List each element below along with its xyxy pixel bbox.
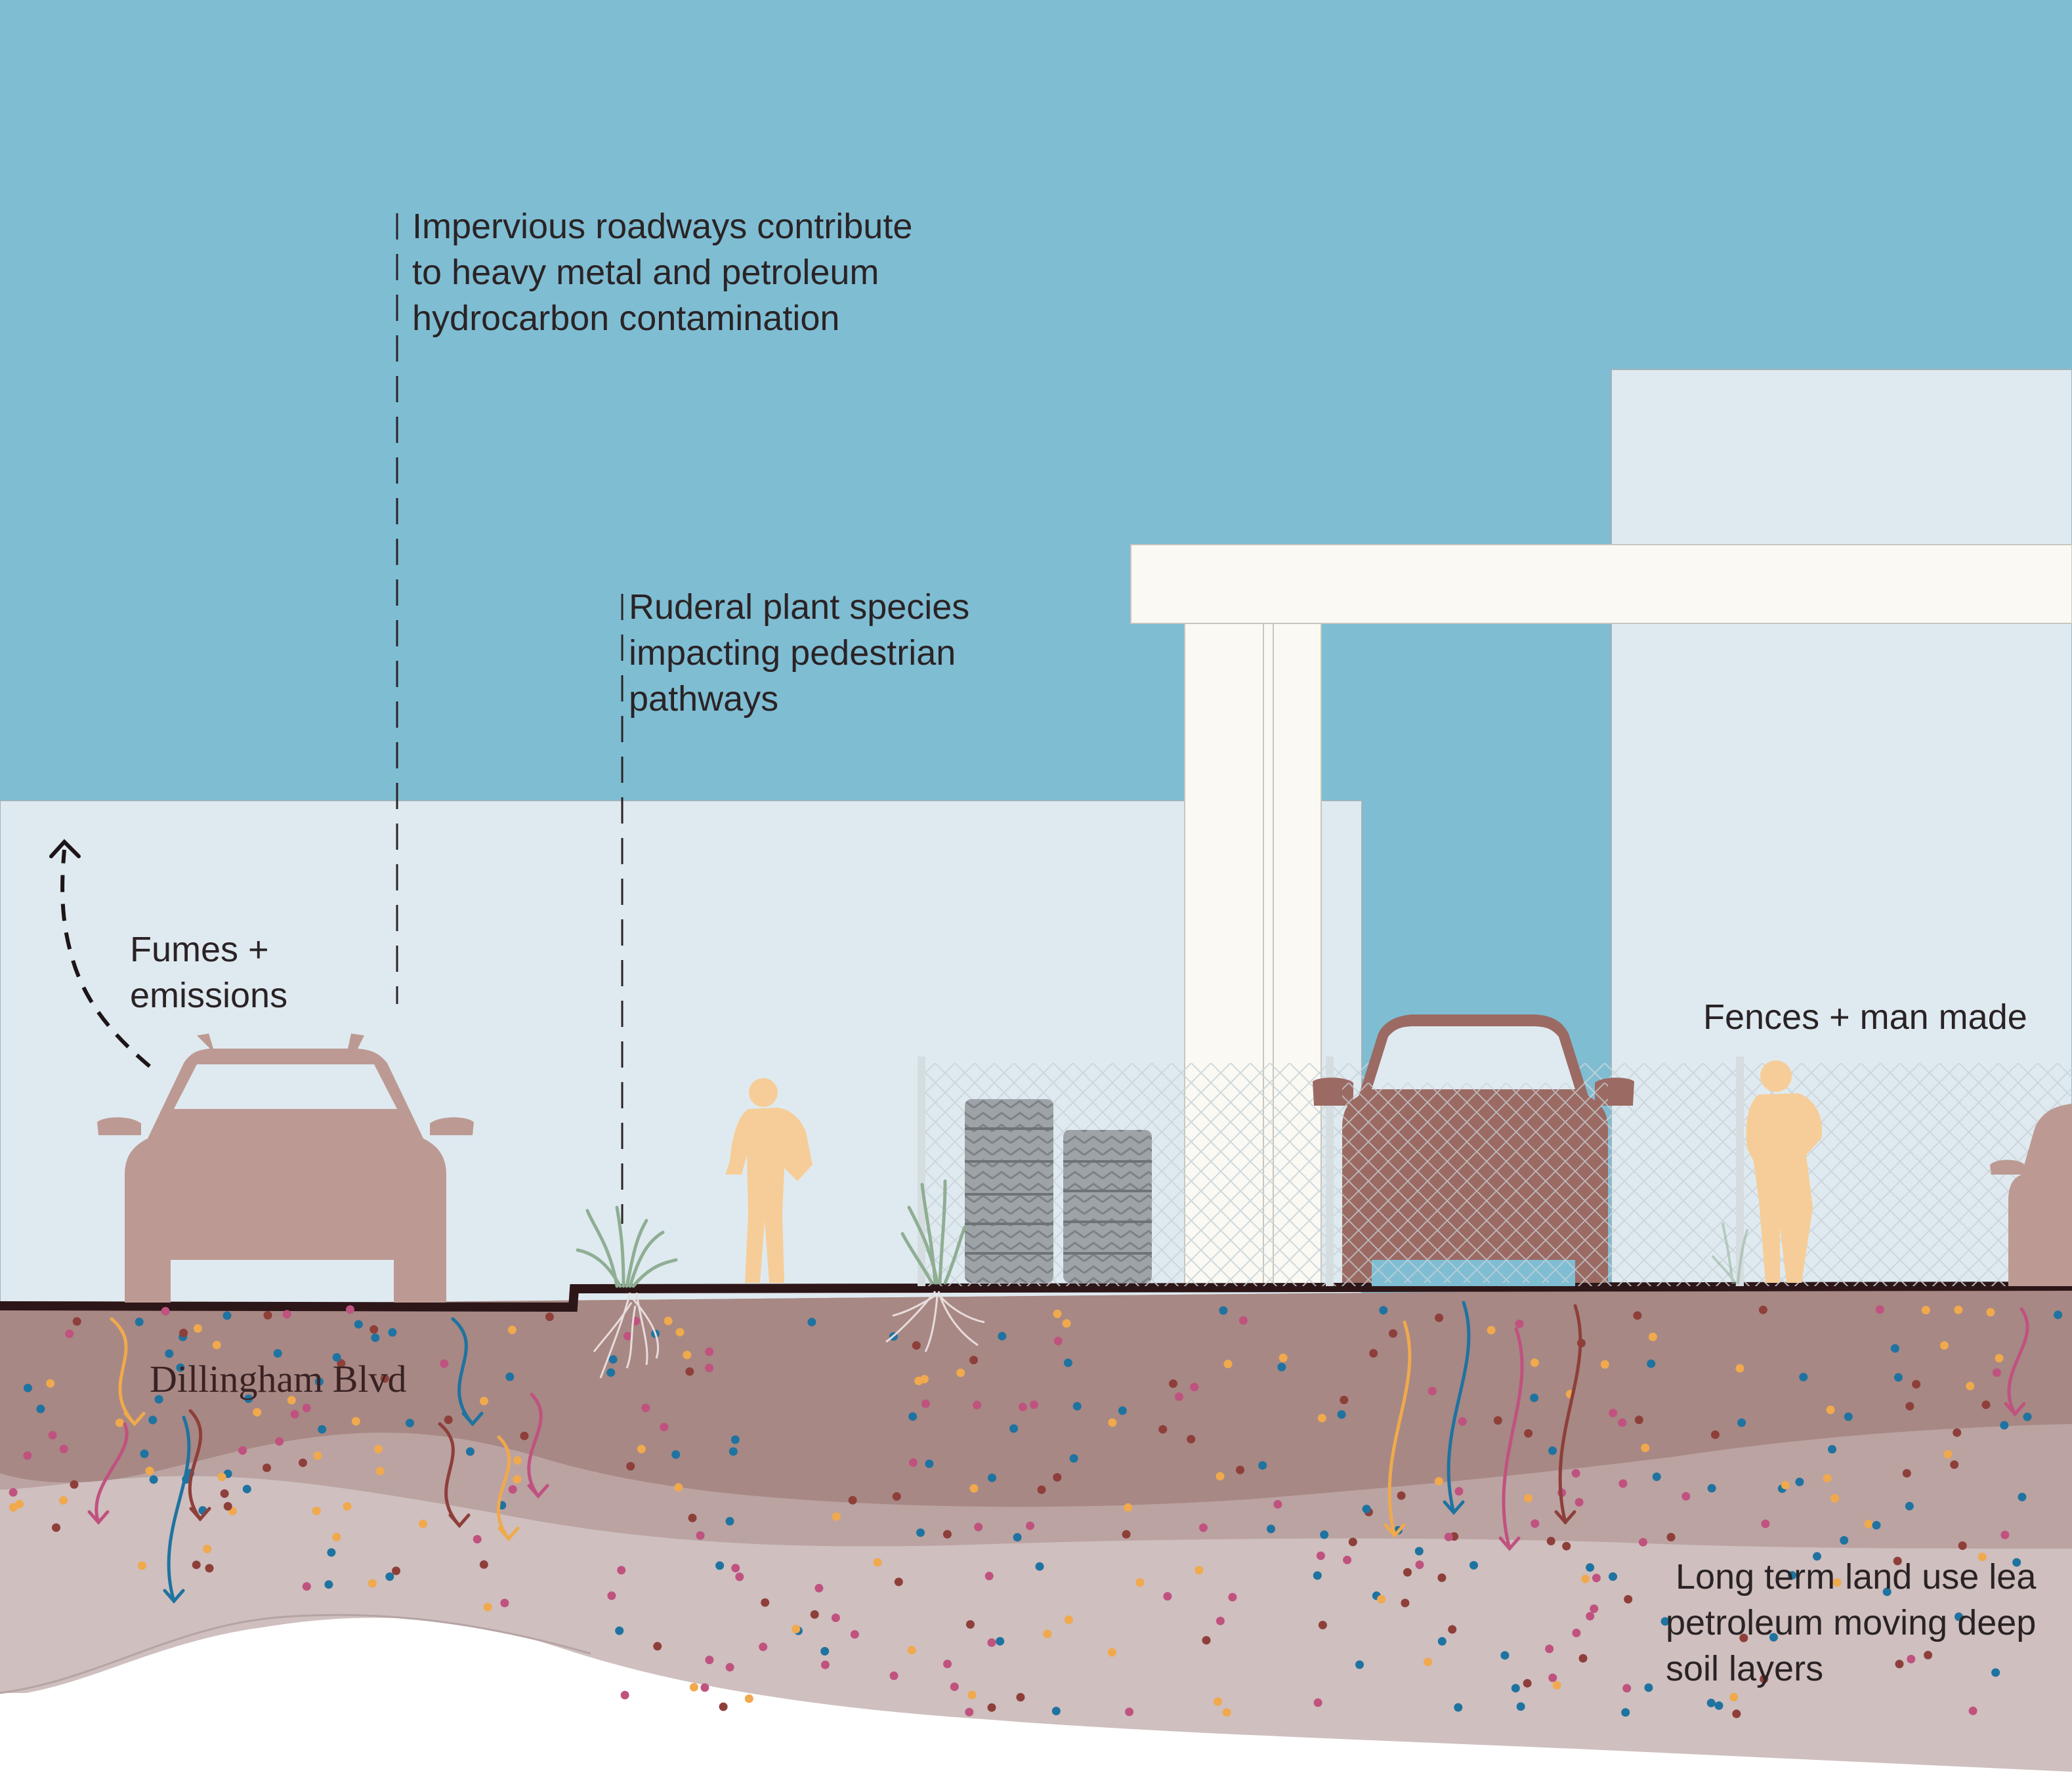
annotation-fences: Fences + man made (1703, 994, 2027, 1040)
person-icon (1746, 1060, 1822, 1283)
annotation-long-term-land-use: Long term land use lea petroleum moving … (1666, 1554, 2036, 1692)
arrow-up-icon (49, 839, 81, 858)
plant-icon (1712, 1222, 1748, 1284)
flow-arrow-icon (1558, 1304, 1582, 1524)
contaminant-flows (87, 1301, 2029, 1604)
annotation-line: to heavy metal and petroleum (412, 253, 879, 292)
annotation-impervious-roadways: Impervious roadways contribute to heavy … (412, 203, 912, 341)
car-icon (1990, 1104, 2072, 1286)
canopy-roof (1130, 544, 2072, 624)
annotation-line: pathways (629, 679, 779, 719)
flow-arrow-icon (2007, 1307, 2029, 1416)
flow-arrow-icon (527, 1392, 543, 1498)
annotation-line: Impervious roadways contribute (412, 207, 913, 246)
car-icon (97, 1034, 474, 1303)
annotation-line: Ruderal plant species (629, 587, 970, 627)
car-icon (1313, 1014, 1634, 1286)
flow-arrow-icon (167, 1415, 191, 1603)
flow-arrow-icon (110, 1317, 137, 1426)
flow-arrow-icon (1447, 1301, 1471, 1514)
annotation-line: Fences + man made (1703, 997, 2027, 1037)
annotation-line: impacting pedestrian (629, 633, 956, 673)
annotation-line: Fumes + (130, 930, 269, 969)
person-icon (725, 1078, 813, 1283)
flow-arrow-icon (95, 1422, 129, 1524)
flow-arrow-icon (1387, 1320, 1412, 1537)
annotation-line: Long term land use lea (1666, 1557, 2037, 1597)
annotation-line: soil layers (1666, 1649, 1824, 1688)
flow-arrow-icon (496, 1435, 511, 1541)
plant-icon (576, 1205, 678, 1379)
plant-icon (885, 1179, 985, 1352)
annotation-fumes: Fumes + emissions (130, 927, 287, 1018)
annotation-ruderal-plants: Ruderal plant species impacting pedestri… (629, 584, 969, 722)
contaminant-particles (9, 1305, 2063, 1719)
flow-arrow-icon (438, 1422, 461, 1528)
annotation-line: emissions (130, 976, 288, 1015)
flow-arrow-icon (451, 1317, 475, 1426)
fumes-arrow (60, 849, 151, 1068)
tire-stack-icon (965, 1099, 1152, 1283)
annotation-line: hydrocarbon contamination (412, 299, 840, 338)
flow-arrow-icon (1502, 1327, 1524, 1551)
annotation-line: petroleum moving deep (1666, 1603, 2037, 1642)
road-name-label: Dillingham Blvd (150, 1358, 407, 1400)
road-surface (0, 1282, 2072, 1312)
flow-arrow-icon (188, 1409, 203, 1521)
